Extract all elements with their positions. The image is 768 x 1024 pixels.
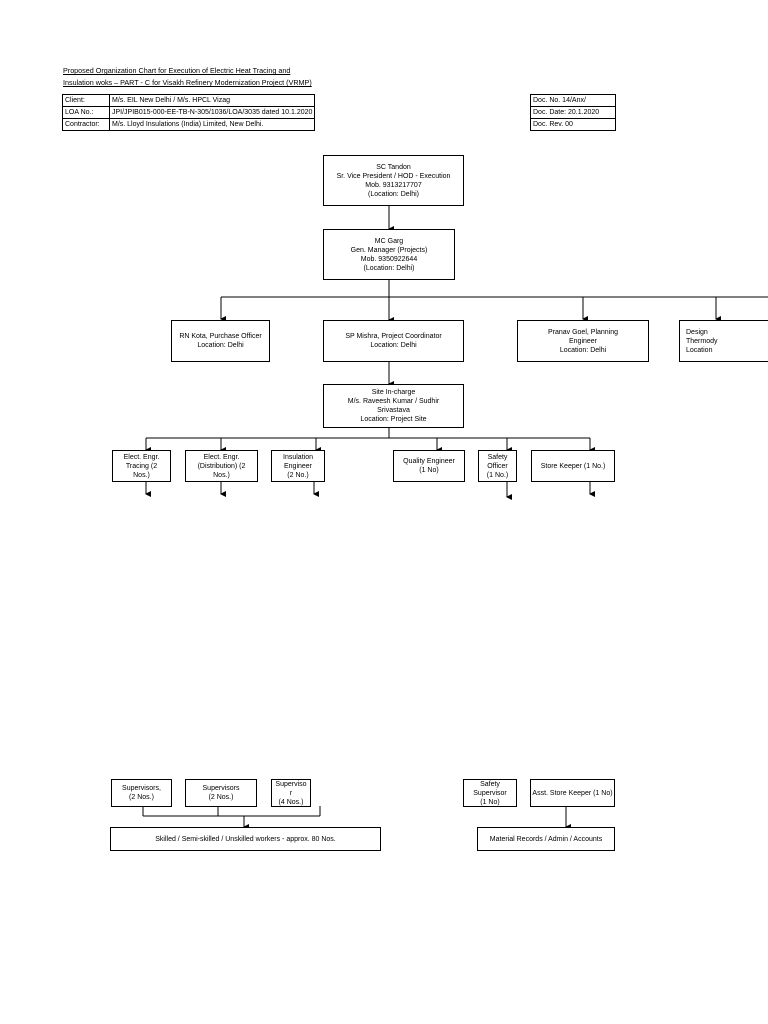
project-info-table: Client: M/s. EIL New Delhi / M/s. HPCL V… [62, 94, 316, 131]
node-supervisors-1: Supervisors,(2 Nos.) [111, 779, 172, 807]
node-store-keeper: Store Keeper (1 No.) [531, 450, 615, 482]
node-asst-store-keeper: Asst. Store Keeper (1 No) [530, 779, 615, 807]
node-material-records: Material Records / Admin / Accounts [477, 827, 615, 851]
node-supervisors-2: Supervisors(2 Nos.) [185, 779, 257, 807]
doc-revision: Doc. Rev. 00 [530, 118, 616, 131]
document-info-table: Doc. No. 14/Anx/ Doc. Date: 20.1.2020 Do… [530, 94, 616, 131]
node-workers: Skilled / Semi-skilled / Unskilled worke… [110, 827, 381, 851]
contractor-value: M/s. Lloyd Insulations (India) Limited, … [108, 118, 316, 131]
node-quality-engineer: Quality Engineer(1 No) [393, 450, 465, 482]
chart-title-line2: Insulation woks – PART - C for Visakh Re… [63, 78, 312, 87]
chart-title-line1: Proposed Organization Chart for Executio… [63, 66, 291, 75]
